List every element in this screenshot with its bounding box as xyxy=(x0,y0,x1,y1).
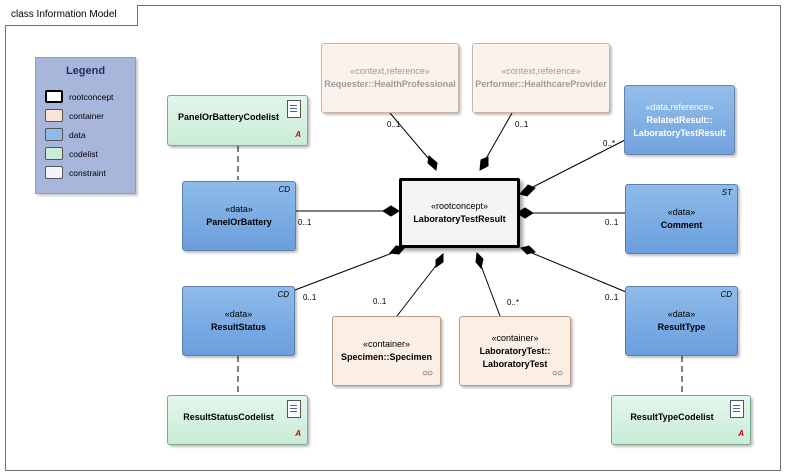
abstract-mark: A xyxy=(738,429,744,438)
legend-label: rootconcept xyxy=(69,92,114,102)
panel-name: PanelOrBattery xyxy=(206,217,272,227)
diamond-related xyxy=(519,184,536,197)
legend-swatch-constraint xyxy=(45,166,63,179)
performer-class[interactable]: «context,reference» Performer::Healthcar… xyxy=(472,43,610,113)
requester-stereotype: «context,reference» xyxy=(350,66,430,76)
diagram-frame xyxy=(5,5,781,471)
comment-class[interactable]: ST «data» Comment xyxy=(625,184,738,254)
diamond-result-type xyxy=(520,245,536,255)
root-stereotype: «rootconcept» xyxy=(430,201,489,211)
panel-codelist-name: PanelOrBatteryCodelist xyxy=(177,112,280,122)
frame-title: class Information Model xyxy=(5,5,138,26)
panel-type-tag: CD xyxy=(278,185,290,194)
result-status-codelist-class[interactable]: ResultStatusCodelist A xyxy=(167,395,308,445)
related-stereotype: «data,reference» xyxy=(645,101,714,112)
diamond-requester xyxy=(427,155,438,171)
requester-class[interactable]: «context,reference» Requester::HealthPro… xyxy=(321,43,459,113)
legend-swatch-rootconcept xyxy=(45,90,63,103)
multiplicity-result-status: 0..1 xyxy=(303,293,317,302)
connector-related xyxy=(528,139,626,190)
result-status-name: ResultStatus xyxy=(210,322,266,332)
legend-label: data xyxy=(69,130,86,140)
multiplicity-related: 0..* xyxy=(603,139,616,148)
labtest-class[interactable]: «container» LaboratoryTest:: LaboratoryT… xyxy=(459,316,571,386)
legend-swatch-codelist xyxy=(45,147,63,160)
multiplicity-performer: 0..1 xyxy=(515,120,529,129)
multiplicity-specimen: 0..1 xyxy=(373,297,387,306)
codelist-document-icon xyxy=(730,400,744,418)
result-type-stereotype: «data» xyxy=(667,309,696,319)
panel-codelist-class[interactable]: PanelOrBatteryCodelist A xyxy=(167,95,308,146)
panel-stereotype: «data» xyxy=(225,204,253,214)
result-status-codelist-name: ResultStatusCodelist xyxy=(183,411,274,422)
labtest-name-line1: LaboratoryTest:: xyxy=(479,345,551,356)
abstract-mark: A xyxy=(295,429,301,438)
result-status-stereotype: «data» xyxy=(224,309,253,319)
diamond-panel xyxy=(382,205,400,217)
connector-specimen xyxy=(396,262,439,317)
result-status-type-tag: CD xyxy=(277,290,289,299)
multiplicity-labtest: 0..* xyxy=(507,298,520,307)
result-type-type-tag: CD xyxy=(720,290,732,299)
comment-name: Comment xyxy=(660,220,703,230)
abstract-mark: A xyxy=(295,130,301,139)
result-status-class[interactable]: CD «data» ResultStatus xyxy=(182,286,295,356)
labtest-stereotype: «container» xyxy=(491,332,539,343)
multiplicity-result-type: 0..1 xyxy=(605,293,619,302)
related-name-line1: RelatedResult:: xyxy=(646,114,713,125)
labtest-name-line2: LaboratoryTest xyxy=(482,358,548,369)
specimen-stereotype: «container» xyxy=(362,339,411,349)
legend-label: container xyxy=(69,111,104,121)
requester-name: Requester::HealthProfessional xyxy=(324,79,456,89)
legend-title: Legend xyxy=(65,65,106,77)
result-type-class[interactable]: CD «data» ResultType xyxy=(625,286,738,356)
connector-requester xyxy=(389,112,435,166)
comment-type-tag: ST xyxy=(721,188,732,197)
related-result-class[interactable]: «data,reference» RelatedResult:: Laborat… xyxy=(624,85,735,155)
legend: Legend rootconcept container data codeli… xyxy=(35,57,136,194)
composite-glasses-icon: ○○ xyxy=(551,368,563,379)
diamond-comment xyxy=(516,207,534,219)
diamond-labtest xyxy=(475,251,484,270)
multiplicity-requester: 0..1 xyxy=(387,120,401,129)
result-type-codelist-class[interactable]: ResultTypeCodelist A xyxy=(611,395,751,445)
root-class[interactable]: «rootconcept» LaboratoryTestResult xyxy=(399,178,520,248)
multiplicity-panel: 0..1 xyxy=(298,218,312,227)
multiplicity-comment: 0..1 xyxy=(605,218,619,227)
performer-name: Performer::HealthcareProvider xyxy=(475,79,607,89)
result-type-codelist-name: ResultTypeCodelist xyxy=(630,411,714,422)
connector-result-status xyxy=(294,251,396,291)
specimen-name: Specimen::Specimen xyxy=(340,352,433,362)
legend-swatch-data xyxy=(45,128,63,141)
root-name: LaboratoryTestResult xyxy=(413,214,506,224)
connector-performer xyxy=(482,112,513,165)
comment-stereotype: «data» xyxy=(667,207,696,217)
performer-stereotype: «context,reference» xyxy=(501,66,581,76)
result-type-name: ResultType xyxy=(657,322,706,332)
codelist-document-icon xyxy=(287,400,301,418)
legend-swatch-container xyxy=(45,109,63,122)
specimen-class[interactable]: «container» Specimen::Specimen ○○ xyxy=(332,316,441,386)
legend-label: constraint xyxy=(69,168,106,178)
connector-labtest xyxy=(479,262,501,317)
composite-glasses-icon: ○○ xyxy=(421,368,433,379)
related-name-line2: LaboratoryTestResult xyxy=(633,127,726,138)
legend-label: codelist xyxy=(69,149,98,159)
diamond-performer xyxy=(479,156,489,171)
codelist-document-icon xyxy=(287,100,301,118)
connector-result-type xyxy=(531,252,627,293)
panel-class[interactable]: CD «data» PanelOrBattery xyxy=(182,181,296,251)
diamond-specimen xyxy=(435,252,444,268)
